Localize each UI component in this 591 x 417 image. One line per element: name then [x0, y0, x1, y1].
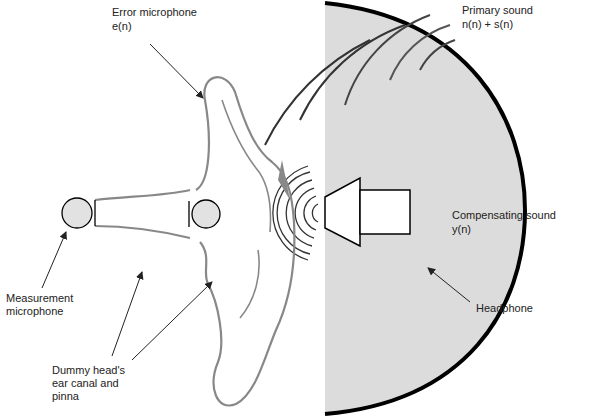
part-label: Error microphone: [112, 6, 242, 19]
leader-lines: [42, 44, 470, 360]
error-microphone: [189, 200, 220, 228]
signal-name: y(n): [452, 223, 512, 236]
part-label: Compensating sound: [452, 209, 587, 222]
part-label: Dummy head's ear canal and pinna: [52, 364, 132, 403]
speaker: [325, 178, 410, 246]
part-label: Headphone: [476, 302, 576, 315]
headphone-outline: [325, 3, 525, 414]
pinna: [95, 77, 294, 405]
signal-name: n(n) + s(n): [462, 18, 582, 31]
primary-sound-waves: [265, 15, 455, 145]
part-label: Primary sound: [462, 4, 582, 17]
headphone-shell: [325, 3, 525, 414]
part-label: Measurement microphone: [6, 292, 86, 318]
measurement-microphone: [62, 198, 95, 228]
signal-name: e(n): [112, 20, 172, 33]
